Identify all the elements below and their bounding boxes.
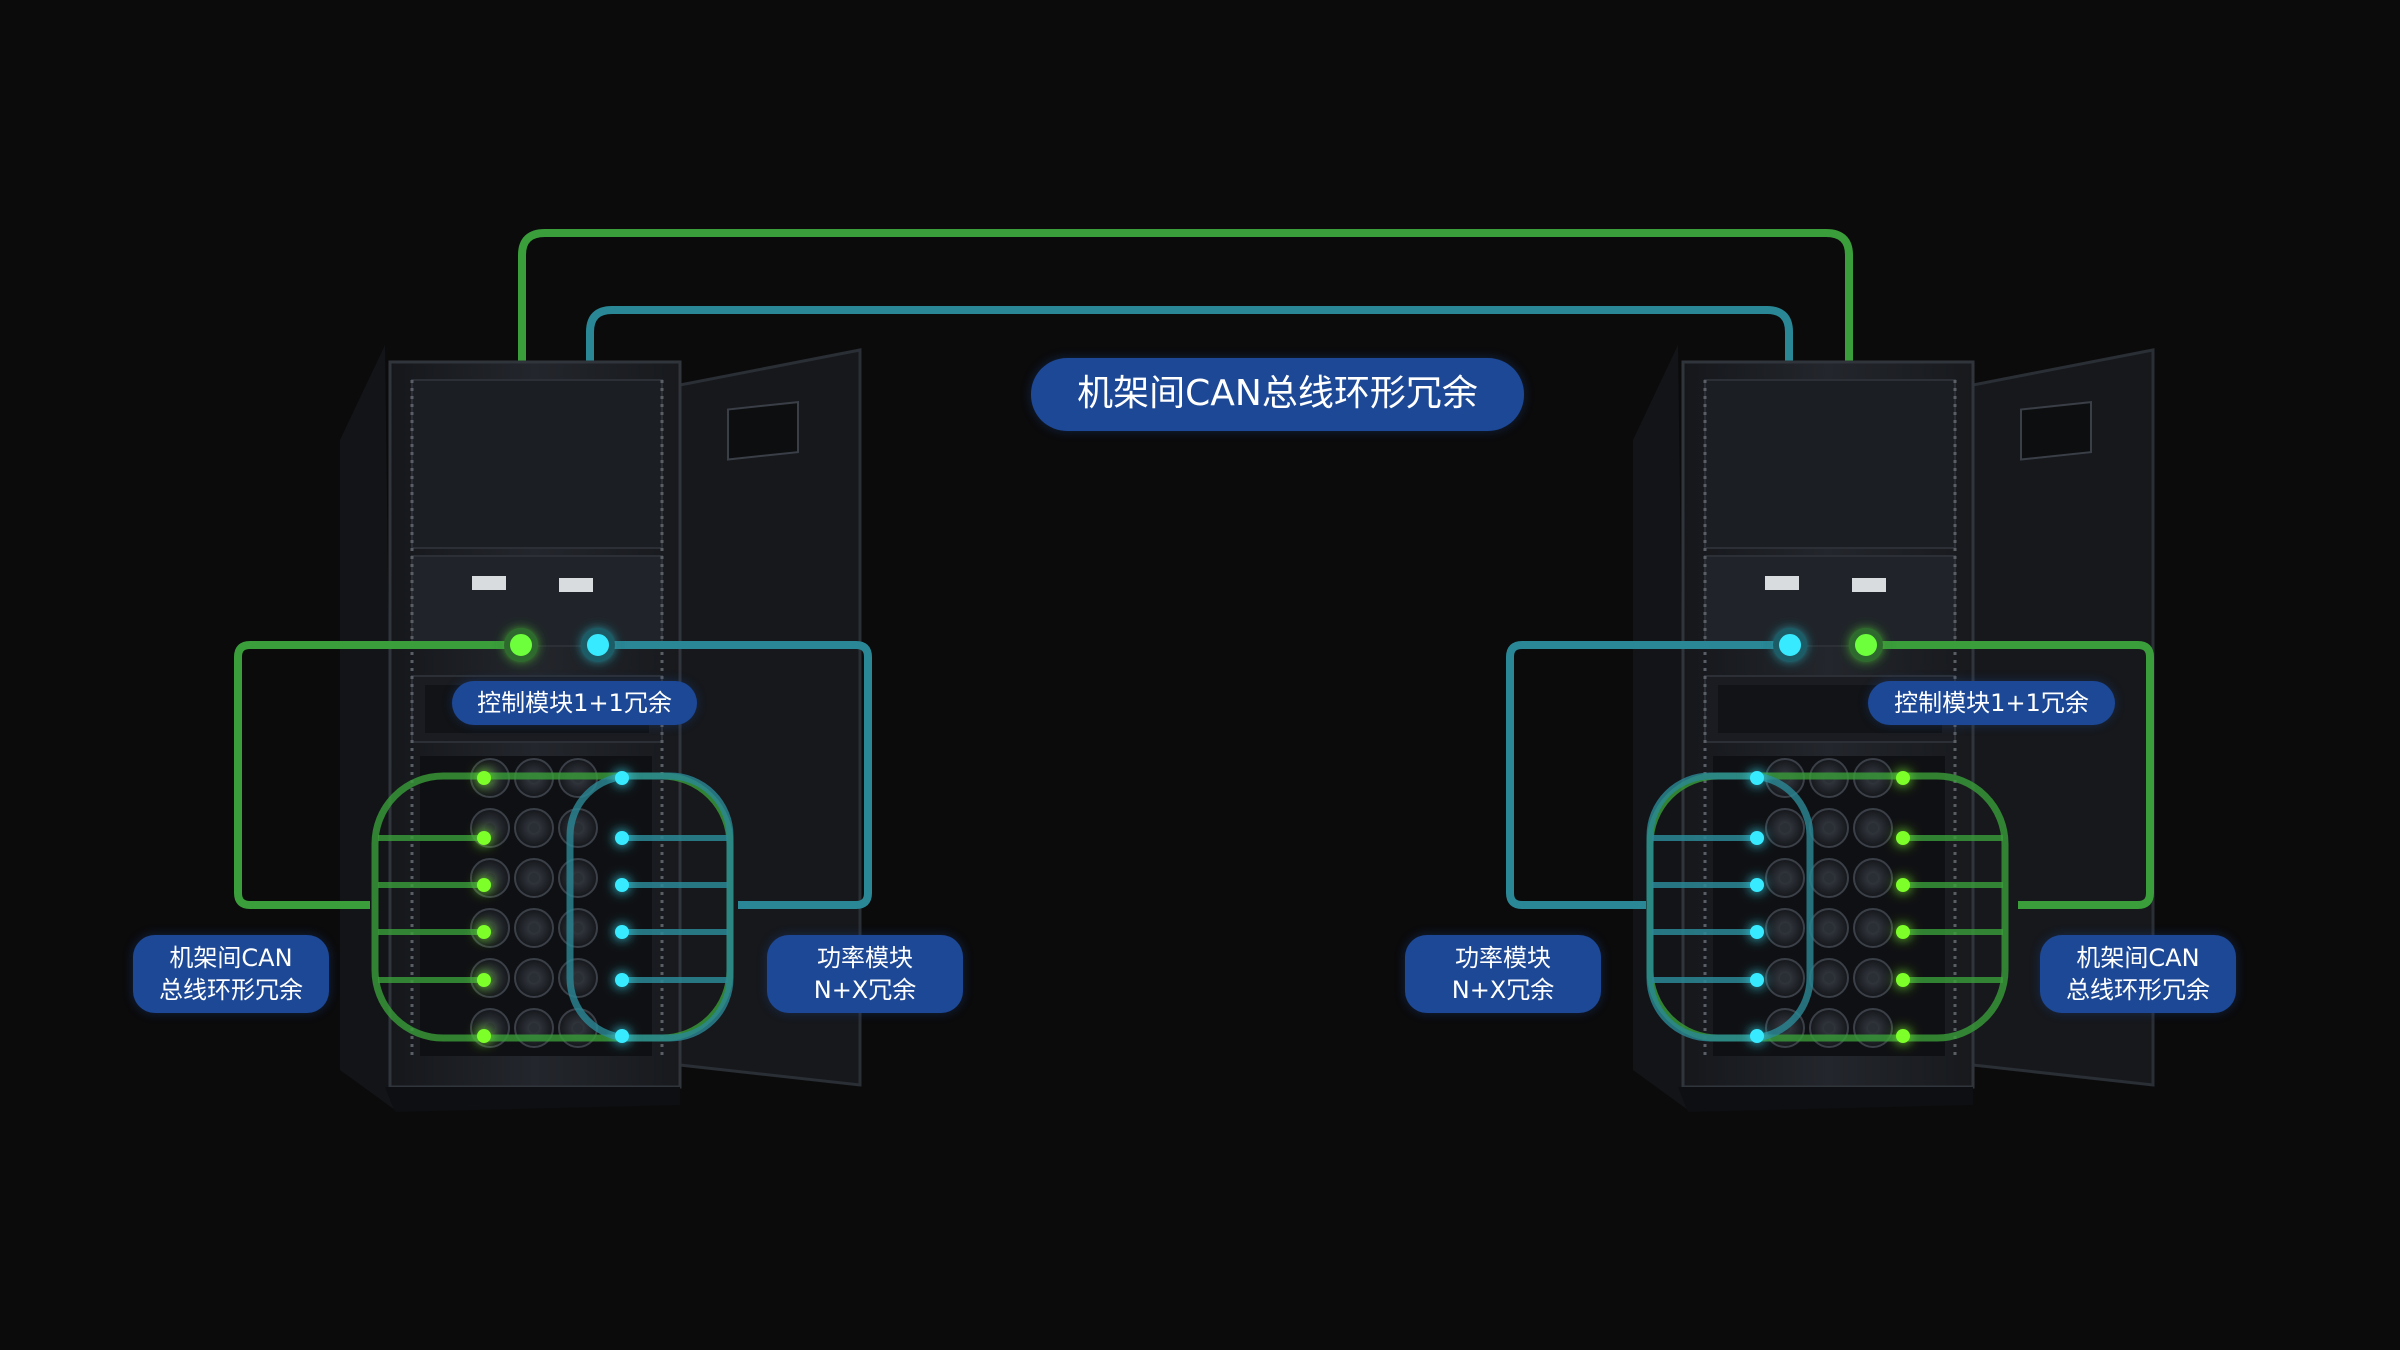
inter-rack-can-ring xyxy=(518,228,1853,614)
right-can-label-line2: 总线环形冗余 xyxy=(2066,976,2210,1004)
left-power-label-line2: N+X冗余 xyxy=(813,976,917,1004)
right-control-label-text: 控制模块1+1冗余 xyxy=(1894,688,2089,717)
status-led-icon xyxy=(477,628,629,1043)
left-control-label-text: 控制模块1+1冗余 xyxy=(477,688,672,717)
left-control-redundancy-label: 控制模块1+1冗余 xyxy=(452,681,697,725)
right-power-label-line1: 功率模块 xyxy=(1455,943,1551,972)
left-cabinet xyxy=(234,343,872,1114)
right-power-redundancy-label: 功率模块 N+X冗余 xyxy=(1405,935,1601,1013)
status-led-icon xyxy=(1750,628,1910,1043)
can-ring-title-label: 机架间CAN总线环形冗余 xyxy=(1031,358,1524,431)
left-can-label-line2: 总线环形冗余 xyxy=(159,976,303,1004)
left-power-label-line1: 功率模块 xyxy=(817,943,913,972)
left-can-redundancy-label: 机架间CAN 总线环形冗余 xyxy=(133,935,329,1013)
can-ring-title-text: 机架间CAN总线环形冗余 xyxy=(1077,373,1478,415)
right-control-redundancy-label: 控制模块1+1冗余 xyxy=(1868,681,2115,725)
left-can-label-line1: 机架间CAN xyxy=(169,943,293,972)
right-can-redundancy-label: 机架间CAN 总线环形冗余 xyxy=(2040,935,2236,1013)
right-can-label-line1: 机架间CAN xyxy=(2076,943,2200,972)
right-cabinet xyxy=(1506,343,2155,1114)
left-power-redundancy-label: 功率模块 N+X冗余 xyxy=(767,935,963,1013)
right-power-label-line2: N+X冗余 xyxy=(1451,976,1555,1004)
